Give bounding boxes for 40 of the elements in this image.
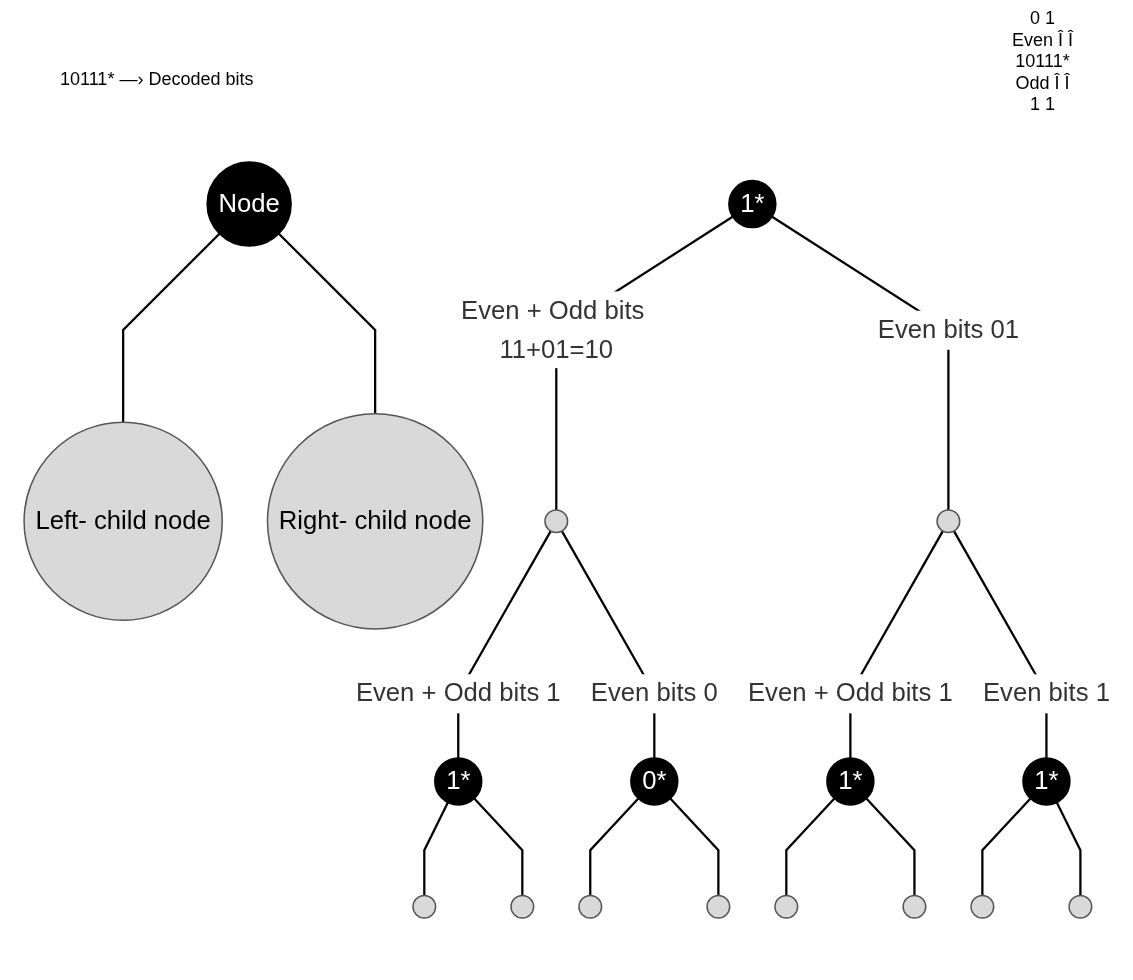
edge-label: Even + Odd bits 1 — [355, 678, 561, 708]
connector — [472, 797, 523, 896]
node-circle — [969, 894, 994, 919]
connector — [669, 797, 719, 896]
connector — [588, 797, 639, 896]
connector — [277, 232, 376, 414]
bit-annotation: 10111* — [1014, 51, 1071, 73]
node-circle — [773, 894, 798, 919]
node-circle — [935, 509, 960, 534]
node-circle: 1* — [1021, 757, 1071, 806]
note-text: 10111* —› Decoded bits — [60, 68, 254, 90]
node-circle: 1* — [825, 757, 875, 806]
node-circle: 1* — [727, 179, 777, 229]
connector — [784, 797, 835, 896]
connector — [121, 232, 220, 423]
edge-label: Even + Odd bits 11+01=10 — [460, 295, 644, 364]
node-circle — [901, 894, 926, 919]
connector — [865, 797, 916, 896]
bit-annotation: 0 1 — [1028, 8, 1056, 30]
edge-label: Even + Odd bits 1 — [747, 678, 953, 708]
node-circle — [1067, 894, 1092, 919]
node-circle — [411, 894, 436, 919]
connector — [422, 801, 449, 896]
node-circle: Node — [205, 161, 292, 247]
edge-label: Even bits 0 — [590, 678, 718, 708]
edge-label: Even bits 1 — [982, 678, 1110, 708]
bit-annotation: Even Î Î — [1011, 29, 1073, 52]
bit-annotation: Odd Î Î — [1014, 72, 1071, 95]
connector — [1055, 801, 1082, 896]
node-circle: Right- child node — [266, 412, 483, 630]
bit-annotation: 1 1 — [1028, 94, 1056, 116]
node-circle — [509, 894, 534, 919]
node-circle — [543, 509, 568, 534]
node-circle: 1* — [433, 757, 482, 806]
node-circle — [705, 894, 730, 919]
edge-label: Even bits 01 — [877, 315, 1019, 344]
node-circle — [577, 894, 602, 919]
node-circle: Left- child node — [22, 421, 223, 622]
connector — [980, 797, 1031, 896]
node-circle: 0* — [629, 757, 679, 806]
